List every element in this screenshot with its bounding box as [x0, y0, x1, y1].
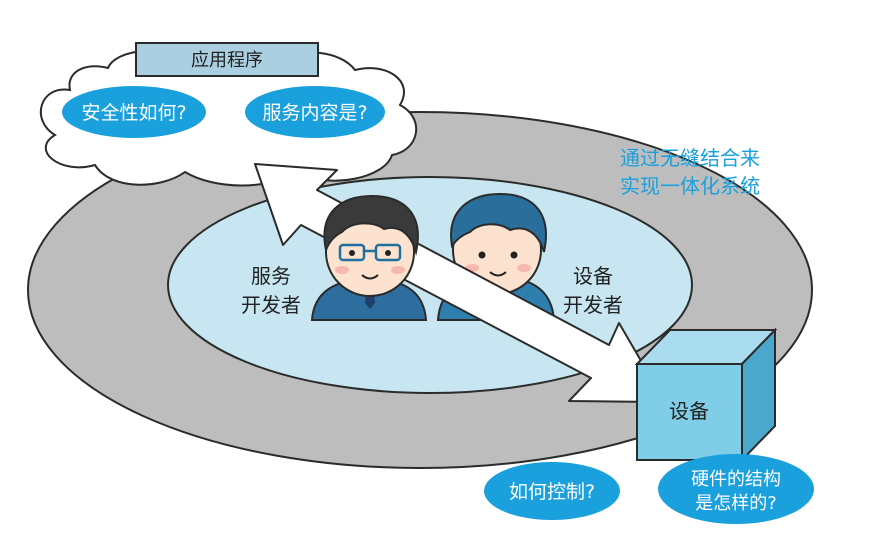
- device-dev-line2: 开发者: [563, 293, 623, 317]
- service-bubble: [245, 86, 385, 138]
- hardware-question-line1: 硬件的结构: [691, 469, 781, 490]
- application-cloud: 应用程序 安全性如何? 服务内容是?: [39, 42, 418, 187]
- app-title-box: [135, 42, 319, 77]
- caption-line2: 实现一体化系统: [620, 174, 760, 198]
- device-dev-line1: 设备: [573, 264, 613, 288]
- service-developer-figure: [310, 194, 428, 321]
- control-question: 如何控制?: [509, 481, 595, 503]
- device-cube-front: [636, 363, 743, 461]
- service-dev-line2: 开发者: [241, 293, 301, 317]
- app-title: 应用程序: [191, 50, 263, 71]
- device-label: 设备: [669, 399, 709, 423]
- service-dev-hair: [323, 194, 419, 256]
- device-dev-hair: [450, 192, 547, 253]
- hardware-question-line2: 是怎样的?: [695, 493, 777, 514]
- service-dev-line1: 服务: [251, 264, 291, 288]
- caption-line1: 通过无缝结合来: [620, 146, 760, 170]
- security-bubble: [62, 86, 206, 138]
- glasses-icon: [338, 243, 366, 262]
- security-question: 安全性如何?: [81, 102, 186, 124]
- hardware-bubble: [658, 454, 814, 524]
- service-question: 服务内容是?: [262, 102, 367, 124]
- control-bubble: [484, 462, 620, 520]
- device-cube: 设备: [634, 327, 778, 463]
